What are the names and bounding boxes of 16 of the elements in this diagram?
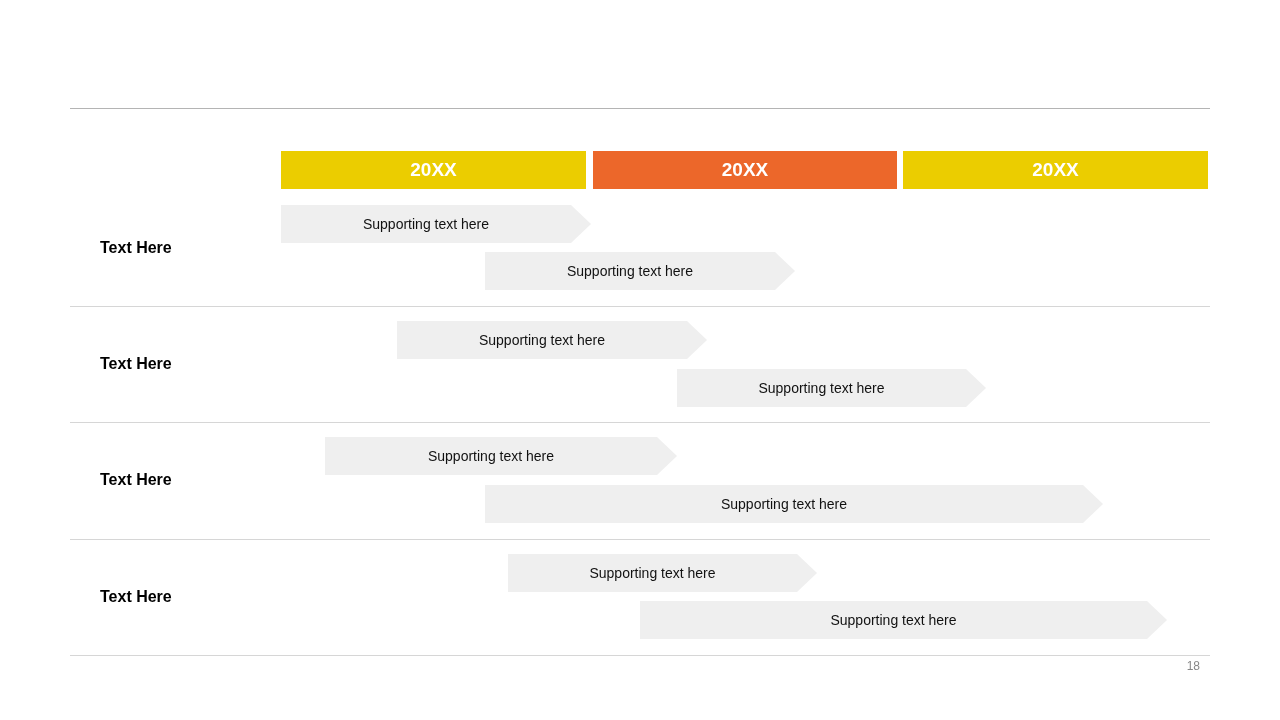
gantt-bar: Supporting text here: [485, 485, 1103, 523]
gantt-bar: Supporting text here: [281, 205, 591, 243]
row-label: Text Here: [100, 232, 190, 264]
gantt-bar: Supporting text here: [485, 252, 795, 290]
row-label: Text Here: [100, 581, 190, 613]
gantt-bar: Supporting text here: [640, 601, 1167, 639]
year-header: 20XX: [903, 151, 1208, 189]
gantt-bar: Supporting text here: [677, 369, 986, 407]
page-number: 18: [1186, 659, 1200, 673]
row-label: Text Here: [100, 348, 190, 380]
gantt-bar: Supporting text here: [508, 554, 817, 592]
gantt-bar: Supporting text here: [325, 437, 677, 475]
gantt-bar: Supporting text here: [397, 321, 707, 359]
year-header: 20XX: [593, 151, 897, 189]
row-label: Text Here: [100, 464, 190, 496]
year-header: 20XX: [281, 151, 586, 189]
